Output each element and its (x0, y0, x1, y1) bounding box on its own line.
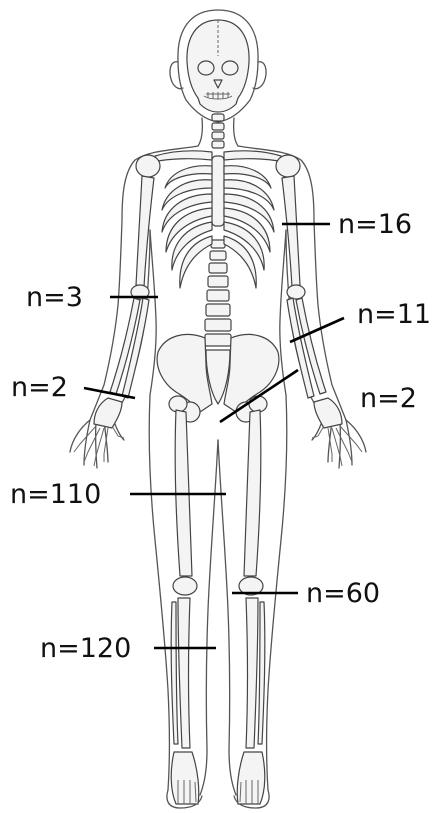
foot-bones (171, 752, 265, 804)
label-upper-arm-right: n=16 (338, 209, 412, 240)
label-upper-arm-left: n=3 (26, 282, 83, 313)
hand-bones (74, 398, 362, 466)
skull (187, 20, 249, 112)
pelvis (157, 334, 279, 422)
label-forearm-right: n=11 (357, 299, 431, 330)
label-lower-leg: n=120 (40, 633, 131, 664)
label-hand-right: n=2 (360, 383, 417, 414)
label-knee: n=60 (306, 578, 380, 609)
leg-bones (171, 410, 265, 748)
label-hand-left: n=2 (11, 372, 68, 403)
label-pelvis-femur: n=110 (10, 479, 101, 510)
